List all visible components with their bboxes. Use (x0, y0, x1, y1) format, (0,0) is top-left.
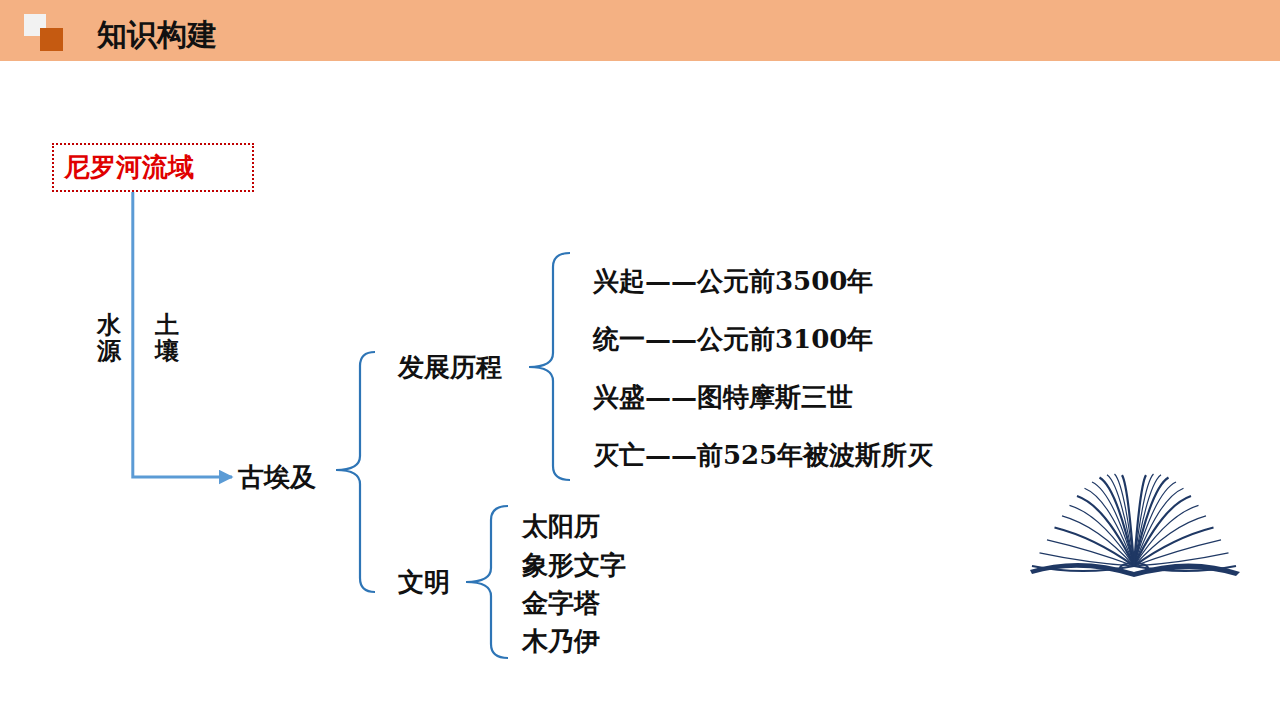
civilization-item: 木乃伊 (522, 624, 600, 659)
book-page-right (1134, 566, 1236, 571)
history-item: 兴起——公元前3500年 (593, 264, 873, 299)
brace-main (336, 352, 375, 592)
history-item: 统一——公元前3100年 (593, 322, 873, 357)
title-holder: 知识构建 (97, 15, 217, 56)
civilization-item: 象形文字 (522, 548, 626, 583)
node-text: 古埃及 (238, 460, 316, 495)
arrow-note: 水源 (97, 312, 121, 365)
civilization-item: 太阳历 (522, 509, 600, 544)
book-page-left (1032, 566, 1134, 571)
book-illustration (1030, 474, 1240, 577)
book-page-left (1115, 474, 1135, 566)
book-page-left (1107, 475, 1134, 566)
branch-heading: 发展历程 (398, 350, 502, 385)
book-page-right (1134, 553, 1229, 566)
header-square-dark (40, 28, 63, 51)
book-page-right (1134, 475, 1161, 566)
region-box: 尼罗河流域 (52, 143, 254, 192)
header-bar (0, 0, 1280, 61)
flow-arrow (133, 192, 232, 477)
book-page-left (1055, 527, 1135, 566)
page-title: 知识构建 (97, 15, 217, 56)
book-page-right (1134, 475, 1146, 566)
node-text: 尼罗河流域 (64, 150, 242, 185)
arrow-note: 土壤 (155, 312, 179, 365)
book-page-left (1122, 475, 1134, 566)
book-page-right (1134, 474, 1154, 566)
brace-civilization (466, 506, 508, 658)
civilization-item: 金字塔 (522, 586, 600, 621)
civilization-node: 古埃及 (234, 459, 320, 495)
book-page-left (1040, 553, 1135, 566)
brace-history (529, 253, 570, 480)
history-item: 兴盛——图特摩斯三世 (593, 380, 853, 415)
book-page-right (1134, 527, 1214, 566)
history-item: 灭亡——前525年被波斯所灭 (593, 438, 933, 473)
branch-heading: 文明 (398, 565, 450, 600)
